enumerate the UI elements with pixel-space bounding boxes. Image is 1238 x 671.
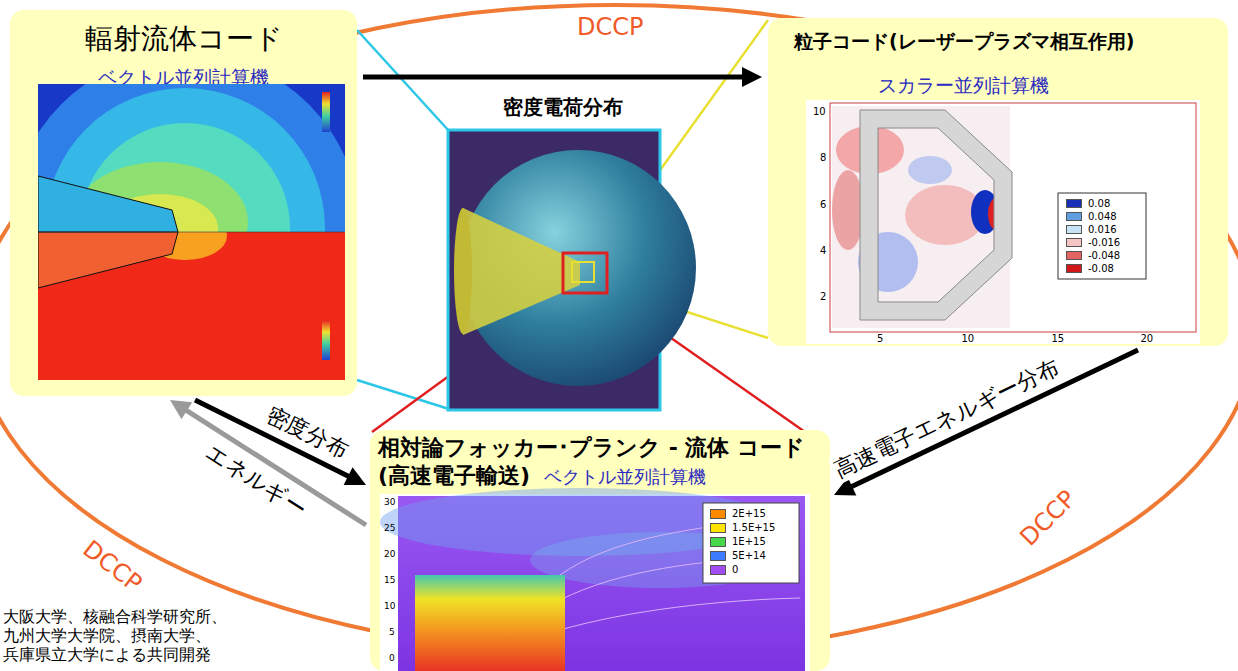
arrow-label: 密度電荷分布: [501, 95, 625, 119]
axis-tick: 10: [962, 333, 975, 345]
axis-tick: 25: [384, 523, 395, 534]
dccp-label: DCCP: [75, 532, 150, 599]
legend-text: 5E+14: [732, 550, 766, 562]
computer-type: ベクトル並列計算機: [98, 66, 269, 89]
computer-type: スカラー並列計算機: [878, 74, 1049, 97]
legend-swatch: [710, 523, 726, 533]
radiation-hydro-plot: [10, 53, 360, 403]
legend-text: 0.08: [1088, 198, 1110, 210]
axis-tick: 10: [813, 106, 826, 118]
axis-tick: 5: [389, 627, 395, 638]
arrow-label: 密度分布: [259, 401, 353, 466]
axis-tick: 0: [389, 653, 395, 664]
code-box: 粒子コード(レーザープラズマ相互作用) スカラー並列計算機: [768, 18, 1228, 346]
code-box: 輻射流体コードベクトル並列計算機: [10, 10, 357, 396]
legend-swatch: [1066, 264, 1082, 273]
flow-arrow: [363, 67, 762, 87]
dccp-label: DCCP: [574, 13, 646, 42]
code-title: 輻射流体コード: [85, 22, 283, 56]
legend-text: 1E+15: [732, 536, 766, 548]
axis-tick: 2: [820, 291, 826, 303]
computer-type: ベクトル並列計算機: [544, 466, 706, 487]
legend-swatch: [1066, 225, 1082, 234]
arrow-label: エネルギー: [199, 438, 313, 524]
legend-text: -0.016: [1088, 237, 1120, 249]
legend-swatch: [1066, 238, 1082, 247]
axis-tick: 10: [384, 601, 395, 612]
axis-tick: 4: [820, 245, 826, 257]
legend-swatch: [1066, 251, 1082, 260]
arrow-label: 高速電子エネルギー分布: [828, 353, 1065, 484]
arrow-head: [344, 467, 366, 485]
axis-tick: 8: [820, 152, 826, 164]
axis-tick: 30: [384, 497, 395, 508]
legend-swatch: [1066, 212, 1082, 221]
legend-text: -0.048: [1088, 250, 1120, 262]
arrow-head: [742, 67, 762, 87]
axis-tick: 20: [384, 549, 395, 560]
legend-swatch: [1066, 199, 1082, 208]
legend-text: 2E+15: [732, 508, 766, 520]
axis-tick: 5: [877, 333, 883, 345]
fokker-planck-plot: [380, 488, 810, 671]
flow-arrow: [170, 400, 366, 525]
dccp-label: DCCP: [1012, 482, 1084, 554]
legend-swatch: [710, 551, 726, 561]
axis-tick: 15: [384, 575, 395, 586]
particle-plot: [806, 100, 1200, 344]
legend-swatch: [710, 509, 726, 519]
legend-text: -0.08: [1088, 263, 1114, 275]
code-title: 粒子コード(レーザープラズマ相互作用): [794, 30, 1134, 53]
legend-text: 0.016: [1088, 224, 1117, 236]
target-illustration: [448, 130, 696, 410]
arrow-head: [170, 400, 192, 419]
arrow-shaft: [363, 75, 744, 80]
flow-arrow: [834, 350, 1138, 495]
axis-tick: 20: [1141, 333, 1154, 345]
leader-lines: [357, 20, 805, 432]
credit-note: 大阪大学、核融合科学研究所、 九州大学大学院、摂南大学、 兵庫県立大学による共同…: [3, 607, 243, 665]
legend-text: 0.048: [1088, 211, 1117, 223]
legend-text: 0: [732, 564, 738, 576]
axis-tick: 6: [820, 199, 826, 211]
text-flow: 相対論フォッカー･プランク - 流体 コード(高速電子輸送)ベクトル並列計算機: [378, 434, 822, 489]
axis-tick: 15: [1052, 333, 1065, 345]
legend-text: 1.5E+15: [732, 522, 775, 534]
legend-swatch: [710, 537, 726, 547]
arrow-shaft: [850, 350, 1138, 487]
legend-swatch: [710, 565, 726, 575]
